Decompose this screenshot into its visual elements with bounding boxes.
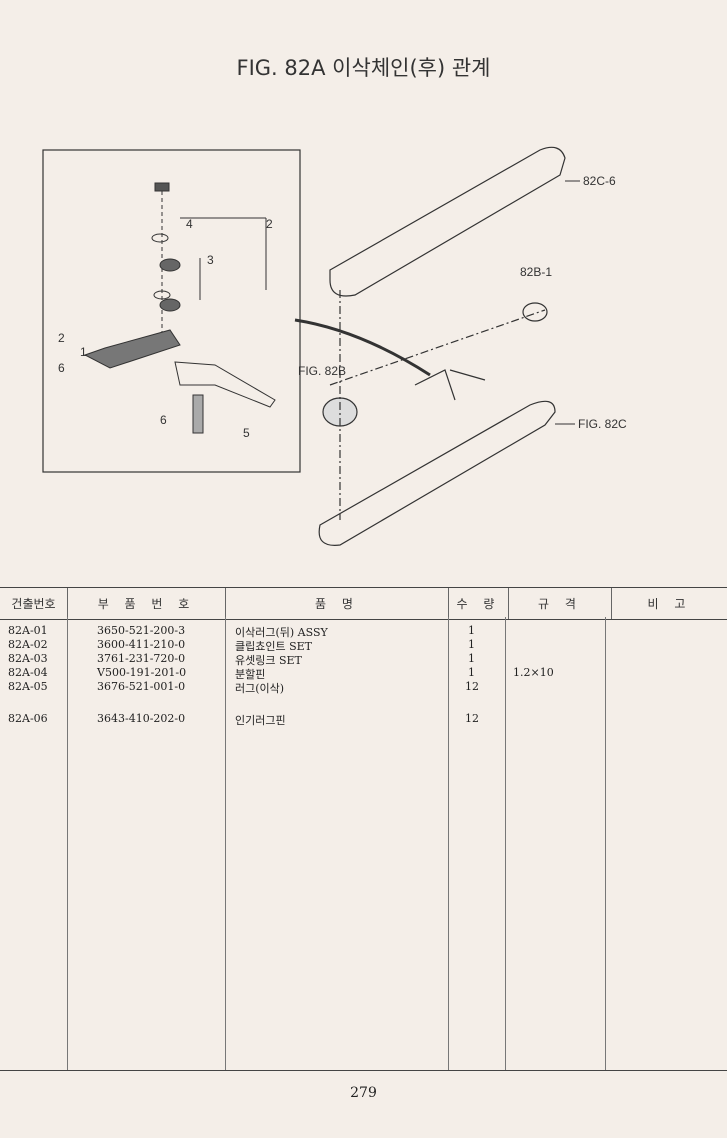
table-cell: V500-191-201-0 [97,666,187,679]
table-cell: 이삭러그(뒤) ASSY [235,626,328,639]
table-cell: 유셋링크 SET [235,654,302,667]
table-cell: 클립쵸인트 SET [235,640,312,653]
table-cell: 1 [468,666,475,679]
table-cell: 3650-521-200-3 [97,624,186,637]
callout-fig-82c: FIG. 82C [578,417,627,431]
table-row: 82A-04 V500-191-201-0 분할핀 1 1.2×10 [0,666,727,681]
table-cell: 82A-02 [8,638,48,651]
table-cell: 3643-410-202-0 [97,712,186,725]
table-row: 82A-01 3650-521-200-3 이삭러그(뒤) ASSY 1 [0,624,727,639]
label-3: 3 [207,253,214,267]
chain-guide-drawing [294,146,566,546]
figure-title: FIG. 82A 이삭체인(후) 관계 [236,56,491,80]
table-cell: 3676-521-001-0 [97,680,186,693]
chain-assembly-drawing [83,182,276,434]
table-cell: 인기러그핀 [235,714,286,727]
callout-82b-1: 82B-1 [520,265,552,279]
table-row: 82A-02 3600-411-210-0 클립쵸인트 SET 1 [0,638,727,653]
callout-82c-6: 82C-6 [583,174,616,188]
table-cell: 분할핀 [235,668,266,681]
table-cell: 1 [468,652,475,665]
label-range-end: 6 [58,361,65,375]
table-cell: 82A-03 [8,652,48,665]
table-cell: 1 [468,624,475,637]
parts-table: 건출번호 부 품 번 호 품 명 수 량 규 격 비 고 [0,587,727,620]
table-bottom-rule [0,1070,727,1071]
table-cell: 82A-06 [8,712,48,725]
label-range-start: 2 [58,331,65,345]
table-cell: 82A-01 [8,624,48,637]
table-cell: 러그(이삭) [235,682,285,695]
table-cell: 82A-05 [8,680,48,693]
label-6: 6 [160,413,167,427]
table-header: 건출번호 부 품 번 호 품 명 수 량 규 격 비 고 [0,587,727,620]
table-cell: 3600-411-210-0 [97,638,186,651]
table-cell: 1 [468,638,475,651]
table-row: 82A-05 3676-521-001-0 러그(이삭) 12 [0,680,727,695]
label-1: 1 [80,345,87,359]
table-cell: 12 [465,712,479,725]
parts-diagram: 4 2 3 1 2 6 6 5 82C-6 82B-1 FIG. 82B FIG… [42,146,627,546]
label-2: 2 [266,217,273,231]
table-row: 82A-03 3761-231-720-0 유셋링크 SET 1 [0,652,727,667]
callout-fig-82b: FIG. 82B [298,364,346,378]
label-5: 5 [243,426,250,440]
table-row: 82A-06 3643-410-202-0 인기러그핀 12 [0,712,727,727]
table-cell: 3761-231-720-0 [97,652,186,665]
table-cell: 82A-04 [8,666,48,679]
table-cell: 12 [465,680,479,693]
label-4: 4 [186,217,193,231]
page-number: 279 [350,1085,377,1101]
table-cell: 1.2×10 [513,666,554,679]
inset-frame [42,149,301,473]
